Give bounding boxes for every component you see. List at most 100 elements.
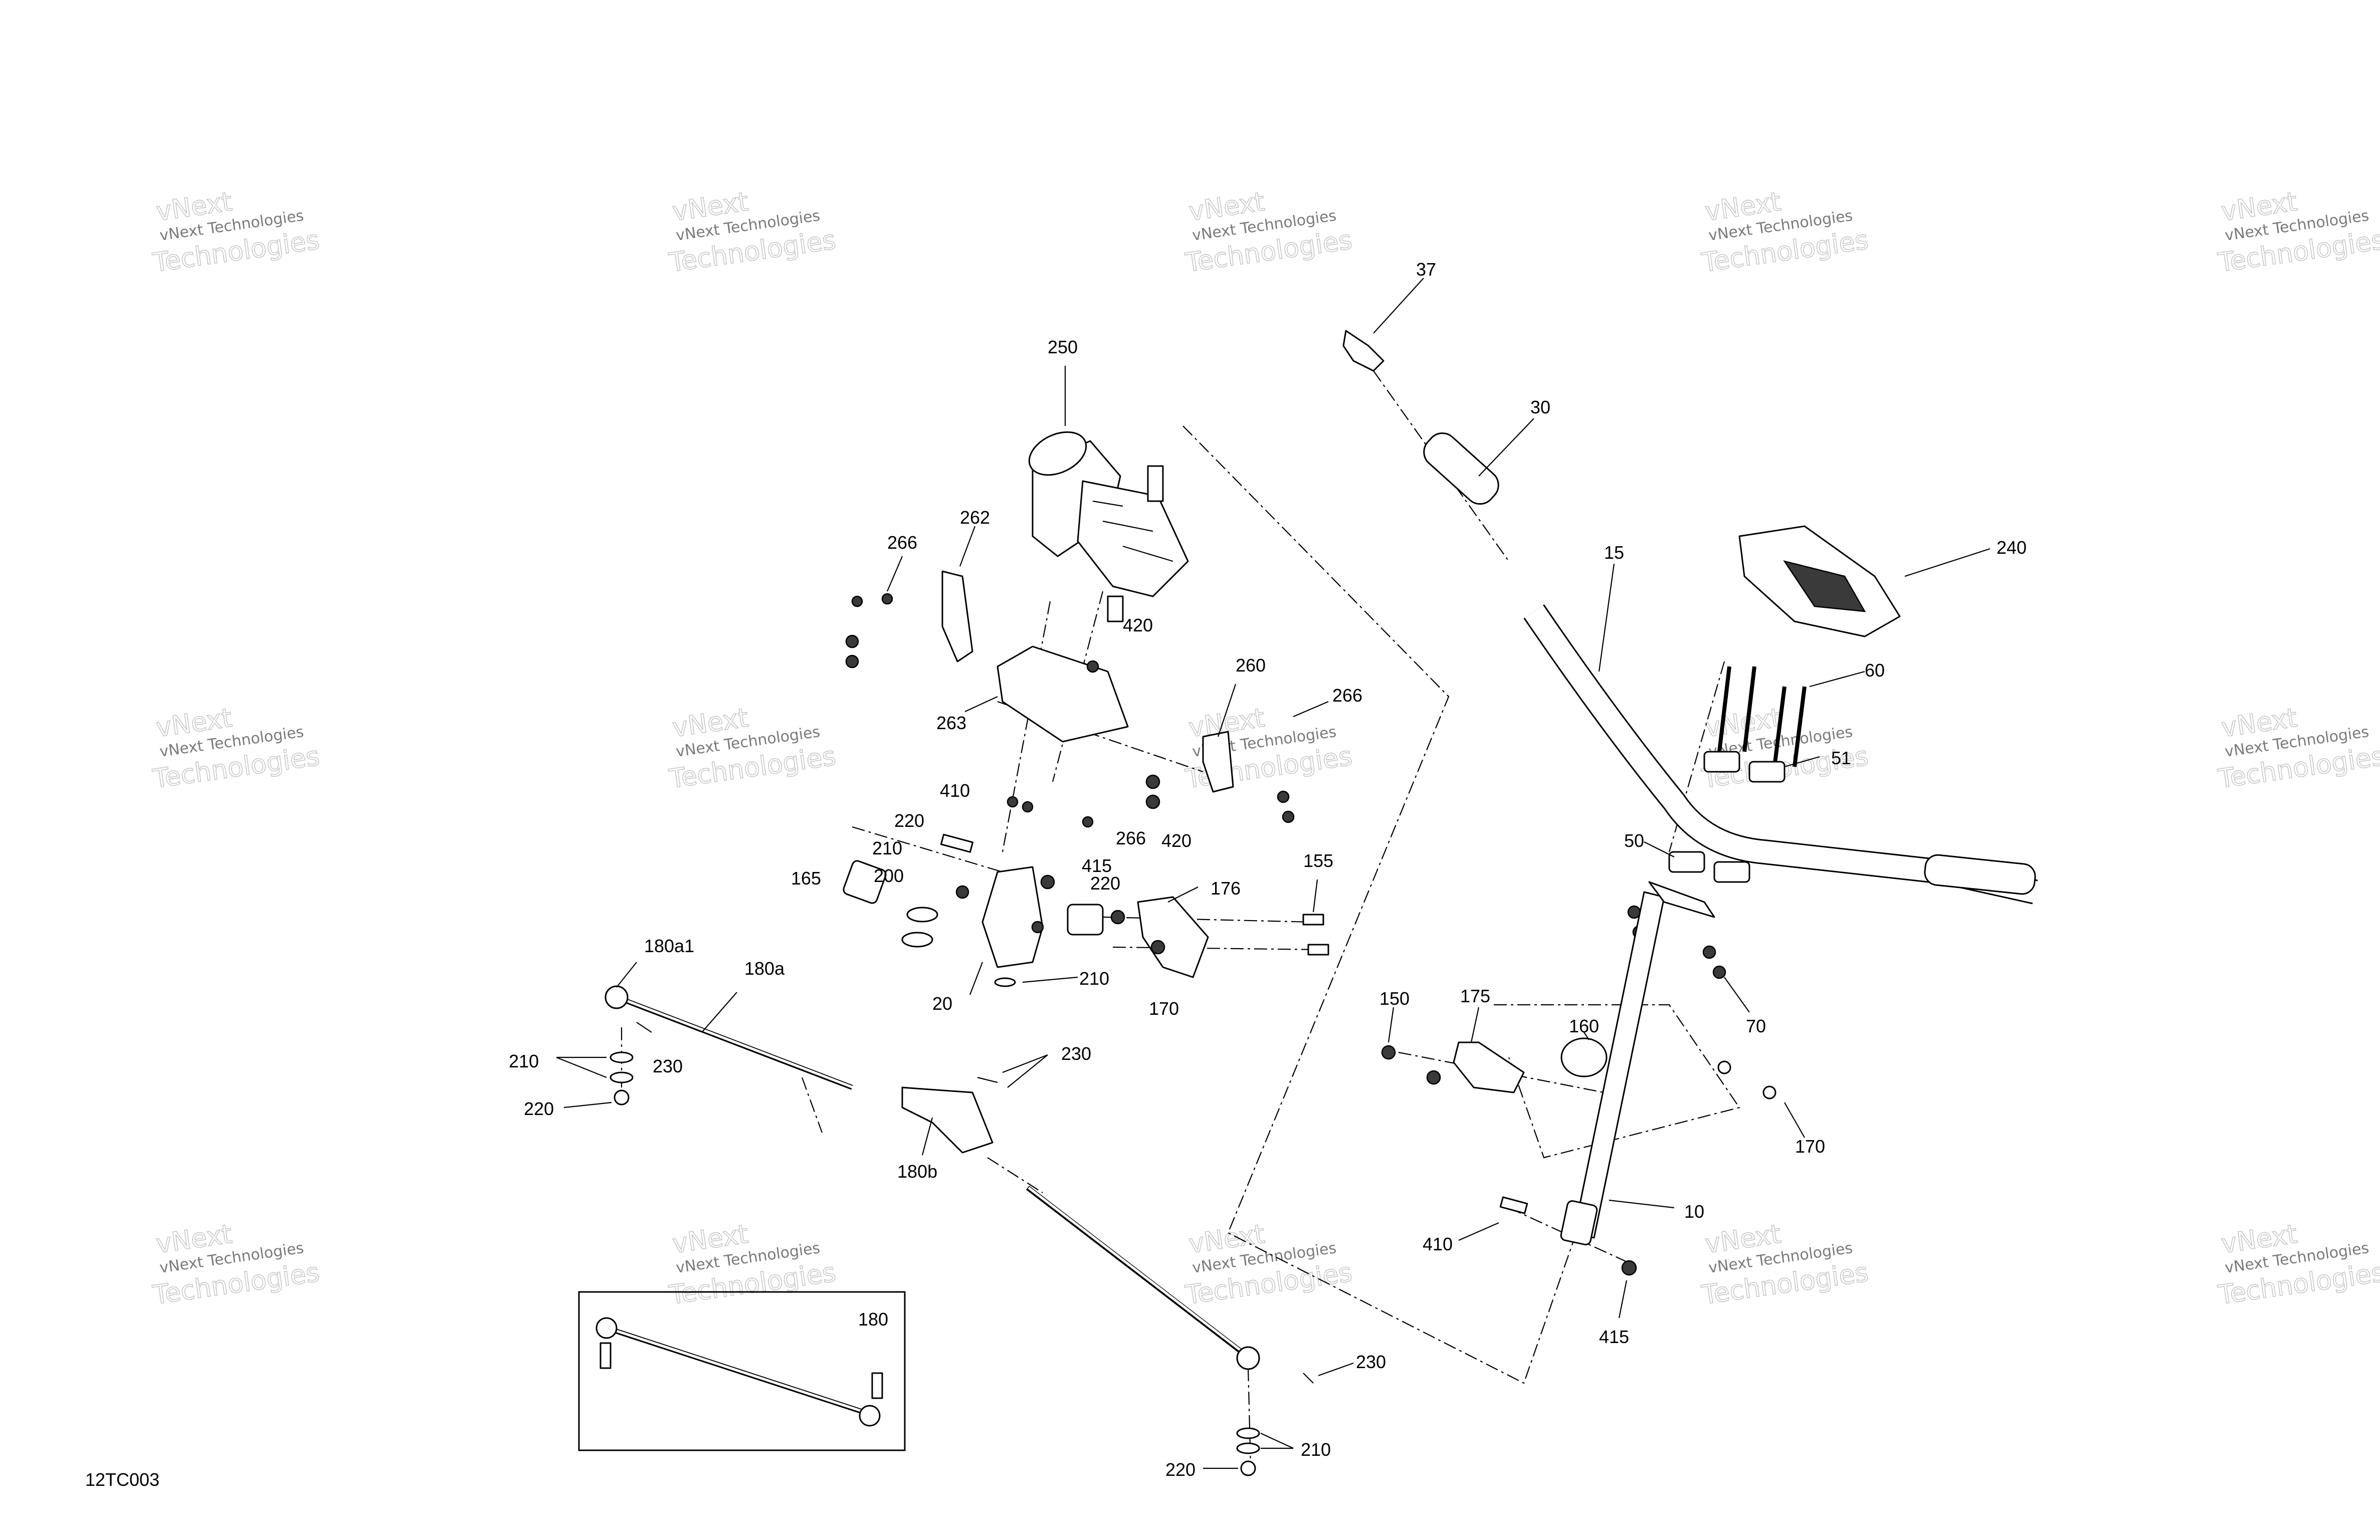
figure-code: 12TC003 xyxy=(85,1469,159,1490)
leader xyxy=(1002,1054,1048,1073)
callout-20: 20 xyxy=(932,993,952,1014)
watermark: vNext vNext Technologies Technologies xyxy=(150,703,322,795)
tierod-axis-left xyxy=(801,1077,823,1133)
bolt-170 xyxy=(1307,944,1329,956)
watermark: vNext vNext Technologies Technologies xyxy=(667,1219,838,1311)
tie-rod-end-180a1 xyxy=(605,985,629,1009)
leader xyxy=(1609,1199,1675,1209)
nut xyxy=(845,654,859,669)
tie-rod-center-180b xyxy=(901,1086,994,1154)
callout-415: 415 xyxy=(1082,855,1112,876)
callout-170: 170 xyxy=(1795,1136,1825,1157)
callout-15: 15 xyxy=(1604,542,1624,563)
power-steering-unit xyxy=(1028,431,1189,622)
watermark-layer: vNext vNext Technologies Technologies vN… xyxy=(150,186,2380,1311)
callout-170: 170 xyxy=(1149,998,1179,1019)
callout-410: 410 xyxy=(1423,1234,1453,1254)
bolt-266 xyxy=(1277,790,1290,803)
bolt-155 xyxy=(1302,914,1324,926)
nut xyxy=(845,634,859,648)
washer-210 xyxy=(1236,1427,1260,1439)
bolt-60 xyxy=(1772,686,1787,767)
bolt-60 xyxy=(1742,666,1756,752)
washer-210 xyxy=(610,1071,634,1083)
tierod-axis-center xyxy=(987,1157,1043,1193)
callout-230: 230 xyxy=(1356,1352,1386,1372)
bolt xyxy=(1022,801,1034,813)
ps-detail-lines xyxy=(1092,500,1173,562)
leader xyxy=(1293,701,1329,718)
bracket-260 xyxy=(1202,731,1234,793)
leader xyxy=(1022,976,1078,983)
leader xyxy=(1644,841,1675,857)
bolt-60 xyxy=(1793,686,1807,767)
leader xyxy=(1260,1433,1294,1449)
ring-200b xyxy=(901,932,933,948)
callout-263: 263 xyxy=(936,713,966,733)
washer-210 xyxy=(1236,1442,1260,1454)
leader xyxy=(1312,879,1318,913)
leader xyxy=(1167,887,1199,903)
callout-176: 176 xyxy=(1211,878,1241,899)
watermark: vNext vNext Technologies Technologies xyxy=(2216,1219,2380,1311)
callout-220: 220 xyxy=(524,1098,554,1119)
washer xyxy=(1031,921,1044,934)
leader xyxy=(959,526,976,567)
nut-415 xyxy=(1040,874,1055,890)
leader xyxy=(1318,1362,1354,1377)
leader xyxy=(556,1056,607,1078)
watermark: vNext vNext Technologies Technologies xyxy=(1183,186,1354,279)
leader xyxy=(616,962,637,988)
bolt xyxy=(1082,816,1094,828)
callout-210: 210 xyxy=(1301,1439,1331,1460)
bushing-160 xyxy=(1560,1037,1608,1077)
tie-rod-end-right xyxy=(1236,1346,1260,1370)
callout-250: 250 xyxy=(1048,337,1078,357)
steering-support-group xyxy=(843,833,1329,987)
clamp-50 xyxy=(1668,851,1705,873)
grip-right xyxy=(1924,854,2036,895)
bolt-410 xyxy=(940,833,974,853)
callout-230: 230 xyxy=(1061,1043,1091,1064)
bolt-266 xyxy=(881,593,893,605)
ps-gearbox xyxy=(1077,480,1189,597)
bracket-176 xyxy=(1137,896,1209,978)
ps-input-shaft xyxy=(1147,465,1164,502)
callout-37: 37 xyxy=(1416,259,1436,280)
watermark: vNext vNext Technologies Technologies xyxy=(1183,1219,1354,1311)
inset-stud-left xyxy=(600,1342,612,1369)
bolt-266 xyxy=(851,595,863,607)
callout-415: 415 xyxy=(1599,1327,1629,1347)
bolt-axis-155 xyxy=(1102,916,1314,923)
callout-labels: 250 262 266 420 263 260 266 420 266 410 … xyxy=(85,259,2027,1490)
washer-210 xyxy=(994,977,1016,987)
callout-180: 180 xyxy=(858,1309,888,1330)
handlebar-15 xyxy=(1524,605,2038,903)
tie-rod-right-fill xyxy=(1028,1187,1245,1354)
callout-266: 266 xyxy=(887,532,917,553)
steering-axis xyxy=(1002,601,1051,852)
leader xyxy=(964,696,998,712)
bracket-262 xyxy=(941,570,973,663)
nut-70 xyxy=(1627,905,1641,919)
bracket-175 xyxy=(1453,1041,1525,1093)
nut-415 xyxy=(1621,1260,1637,1276)
callout-266: 266 xyxy=(1116,828,1146,848)
callout-210: 210 xyxy=(872,838,902,858)
callout-262: 262 xyxy=(960,507,990,528)
ps-output-shaft xyxy=(1107,595,1124,622)
leader xyxy=(886,556,903,592)
bushing-165 xyxy=(843,860,887,904)
leader xyxy=(1217,684,1237,737)
callout-150: 150 xyxy=(1379,988,1410,1009)
nut-420 xyxy=(1145,774,1160,789)
callout-220: 220 xyxy=(1090,873,1120,894)
leader xyxy=(1387,1007,1395,1043)
bolt-150 xyxy=(1381,1045,1396,1060)
shaft-axis xyxy=(852,826,1003,873)
callout-420: 420 xyxy=(1161,830,1192,851)
watermark: vNext vNext Technologies Technologies xyxy=(667,186,838,279)
callout-155: 155 xyxy=(1303,850,1333,871)
washer-220 xyxy=(955,885,969,899)
callout-200: 200 xyxy=(874,865,904,886)
